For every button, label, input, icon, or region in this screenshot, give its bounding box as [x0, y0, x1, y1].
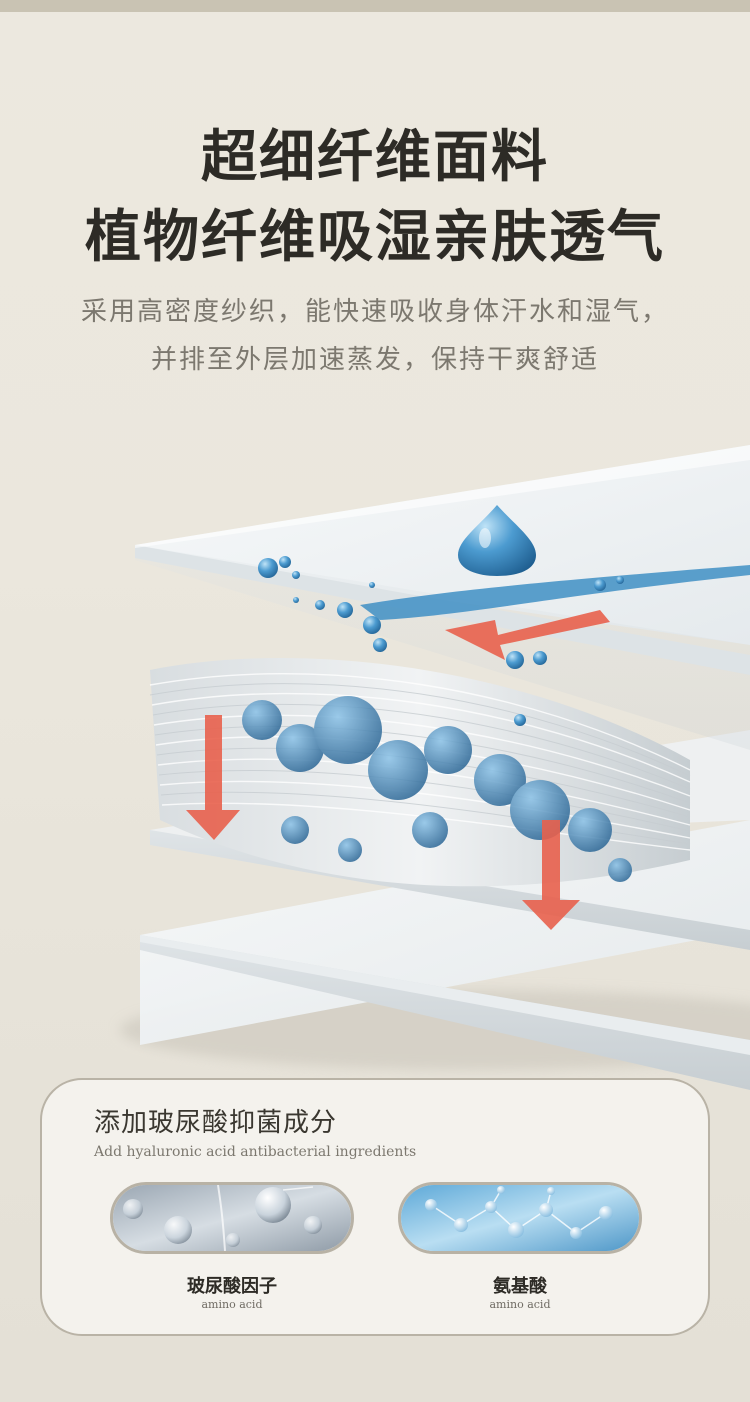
ingredients-card: 添加玻尿酸抑菌成分 Add hyaluronic acid antibacter…	[40, 1078, 710, 1336]
headline-line1: 超细纤维面料	[201, 124, 549, 190]
ingredient-label-hyaluronic: 玻尿酸因子	[187, 1276, 277, 1297]
ingredient-label-amino: 氨基酸	[493, 1276, 547, 1297]
fabric-layers-illustration	[120, 445, 750, 1090]
description-line1: 采用高密度纱织，能快速吸收身体汗水和湿气，	[80, 297, 669, 327]
molecule-structure-icon	[398, 1182, 642, 1254]
ingredient-sublabel-amino: amino acid	[489, 1298, 551, 1311]
card-title: 添加玻尿酸抑菌成分	[94, 1108, 338, 1138]
card-subtitle: Add hyaluronic acid antibacterial ingred…	[94, 1144, 417, 1160]
droplet-molecule-icon	[110, 1182, 354, 1254]
headline-line2: 植物纤维吸湿亲肤透气	[85, 204, 665, 270]
description-line2: 并排至外层加速蒸发，保持干爽舒适	[150, 345, 599, 375]
top-bar	[0, 0, 750, 12]
ingredient-sublabel-hyaluronic: amino acid	[201, 1298, 263, 1311]
